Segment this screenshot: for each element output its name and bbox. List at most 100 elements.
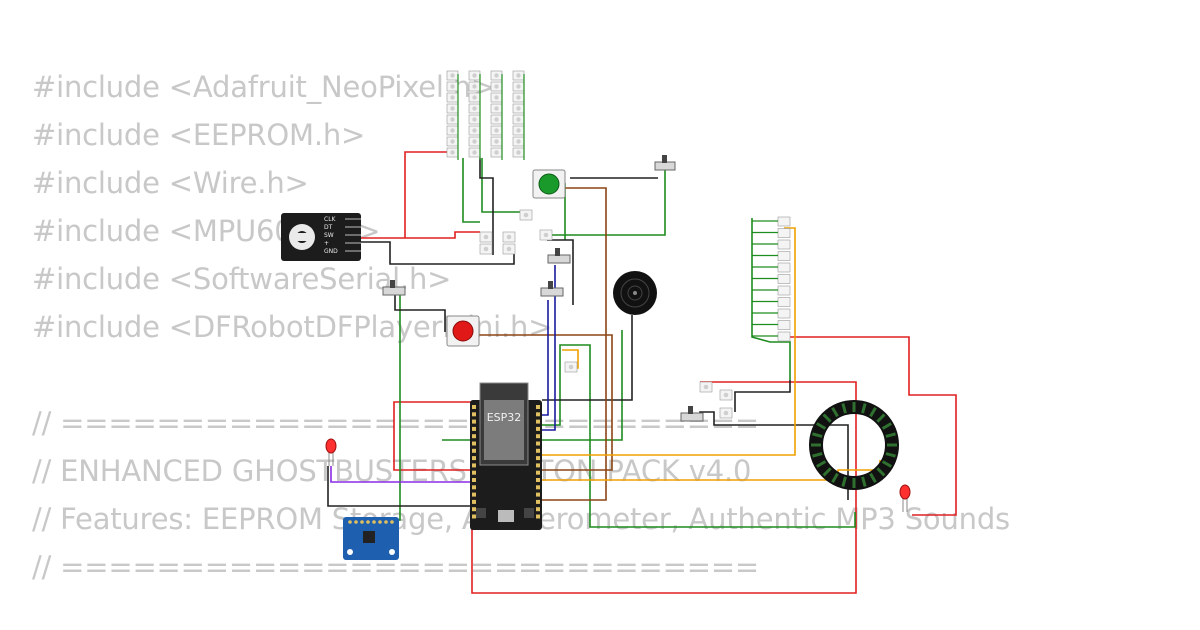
esp32-pin bbox=[536, 507, 540, 512]
ring-pixel bbox=[885, 452, 896, 458]
wire bbox=[361, 231, 480, 239]
esp32-pin bbox=[536, 492, 540, 497]
neopixel-lens bbox=[472, 117, 477, 122]
neopixel bbox=[777, 239, 791, 250]
esp32-pin bbox=[536, 412, 540, 417]
ring-pixel bbox=[816, 422, 827, 430]
neopixel bbox=[777, 251, 791, 261]
red-pushbutton[interactable] bbox=[446, 315, 480, 347]
neopixel-lens bbox=[494, 95, 499, 100]
esp32-pin bbox=[472, 456, 476, 461]
ring-pixel bbox=[822, 467, 832, 477]
esp32-pin bbox=[536, 426, 540, 431]
neopixel-ring bbox=[809, 400, 899, 490]
neopixel-lens bbox=[723, 410, 729, 416]
neopixel-lens bbox=[723, 392, 729, 398]
code-line: #include <DFRobotDFPlayerMini.h> bbox=[32, 310, 553, 344]
piezo-buzzer[interactable] bbox=[613, 271, 657, 315]
wire bbox=[542, 315, 633, 401]
slide-switch-mid[interactable] bbox=[547, 248, 571, 264]
neopixel-lens bbox=[494, 84, 499, 89]
wire bbox=[471, 381, 857, 594]
esp32-board[interactable]: ESP32 bbox=[470, 382, 542, 530]
esp32-pin bbox=[536, 470, 540, 475]
neopixel-lens bbox=[472, 84, 477, 89]
neopixel-lens bbox=[472, 73, 477, 78]
neopixel-lens bbox=[483, 246, 489, 252]
mpu6050-pin bbox=[390, 520, 394, 524]
slide-switch-right[interactable] bbox=[680, 406, 704, 422]
code-line: #include <Adafruit_NeoPixel.h> bbox=[32, 70, 496, 104]
neopixel bbox=[777, 320, 791, 330]
neopixel bbox=[777, 297, 791, 307]
neopixel-lens bbox=[516, 139, 521, 144]
mpu6050-module[interactable] bbox=[343, 517, 399, 560]
green-pushbutton[interactable] bbox=[532, 169, 566, 199]
wire bbox=[542, 265, 556, 431]
wire bbox=[394, 295, 446, 332]
ring-pixel bbox=[885, 432, 896, 438]
neopixel bbox=[777, 216, 791, 227]
ring-pixel bbox=[876, 467, 886, 477]
neopixel-lens bbox=[516, 95, 521, 100]
wire bbox=[361, 241, 515, 265]
wire bbox=[327, 466, 470, 507]
wire bbox=[536, 344, 856, 528]
neopixel-lens bbox=[506, 234, 512, 240]
code-line: #include <Wire.h> bbox=[32, 166, 309, 200]
red-led-right[interactable] bbox=[899, 484, 911, 512]
neopixel-lens bbox=[543, 232, 549, 238]
ring-pixel bbox=[831, 472, 839, 483]
ring-pixel bbox=[869, 472, 877, 483]
esp32-pin bbox=[472, 463, 476, 468]
neopixel-lens bbox=[516, 150, 521, 155]
ring-pixel bbox=[881, 460, 892, 468]
mpu6050-pin bbox=[360, 520, 364, 524]
esp32-pin bbox=[472, 412, 476, 417]
esp32-pin bbox=[472, 514, 476, 519]
wire bbox=[542, 227, 796, 456]
wire bbox=[393, 401, 474, 471]
wire bbox=[378, 295, 401, 521]
esp32-pin bbox=[536, 514, 540, 519]
mpu6050-pin bbox=[378, 520, 382, 524]
code-line: // ============================= bbox=[32, 406, 760, 440]
esp32-pin bbox=[472, 485, 476, 490]
wires bbox=[327, 151, 957, 594]
neopixel-lens bbox=[568, 364, 574, 370]
neopixel-lens bbox=[516, 117, 521, 122]
wire bbox=[547, 239, 574, 305]
neopixel-lens bbox=[450, 150, 455, 155]
ring-pixel bbox=[881, 422, 892, 430]
neopixel-lens bbox=[494, 128, 499, 133]
ring-pixel bbox=[861, 403, 867, 414]
slide-switch-top[interactable] bbox=[654, 155, 676, 171]
esp32-pin bbox=[472, 441, 476, 446]
slide-switch-left[interactable] bbox=[382, 280, 406, 296]
code-line: #include <EEPROM.h> bbox=[32, 118, 366, 152]
encoder-pin-label: CLK bbox=[324, 216, 337, 223]
ring-pixel bbox=[816, 460, 827, 468]
red-led-left[interactable] bbox=[325, 438, 337, 466]
neopixel-lens bbox=[450, 73, 455, 78]
single-neopixels bbox=[479, 209, 733, 419]
esp32-pin bbox=[536, 434, 540, 439]
slide-switch-lower[interactable] bbox=[540, 281, 564, 297]
neopixel-lens bbox=[450, 139, 455, 144]
esp32-pin bbox=[536, 485, 540, 490]
neopixel-lens bbox=[516, 106, 521, 111]
mpu6050-pin bbox=[384, 520, 388, 524]
neopixel-lens bbox=[472, 139, 477, 144]
esp32-pin bbox=[472, 426, 476, 431]
code-line: #include <SoftwareSerial.h> bbox=[32, 262, 452, 296]
mpu6050-pin bbox=[372, 520, 376, 524]
esp32-pin bbox=[472, 419, 476, 424]
neopixel-matrix bbox=[446, 70, 525, 160]
esp32-pin bbox=[472, 492, 476, 497]
neopixel-lens bbox=[516, 128, 521, 133]
ring-pixel bbox=[841, 403, 847, 414]
neopixel-lens bbox=[483, 234, 489, 240]
wire bbox=[404, 151, 455, 238]
